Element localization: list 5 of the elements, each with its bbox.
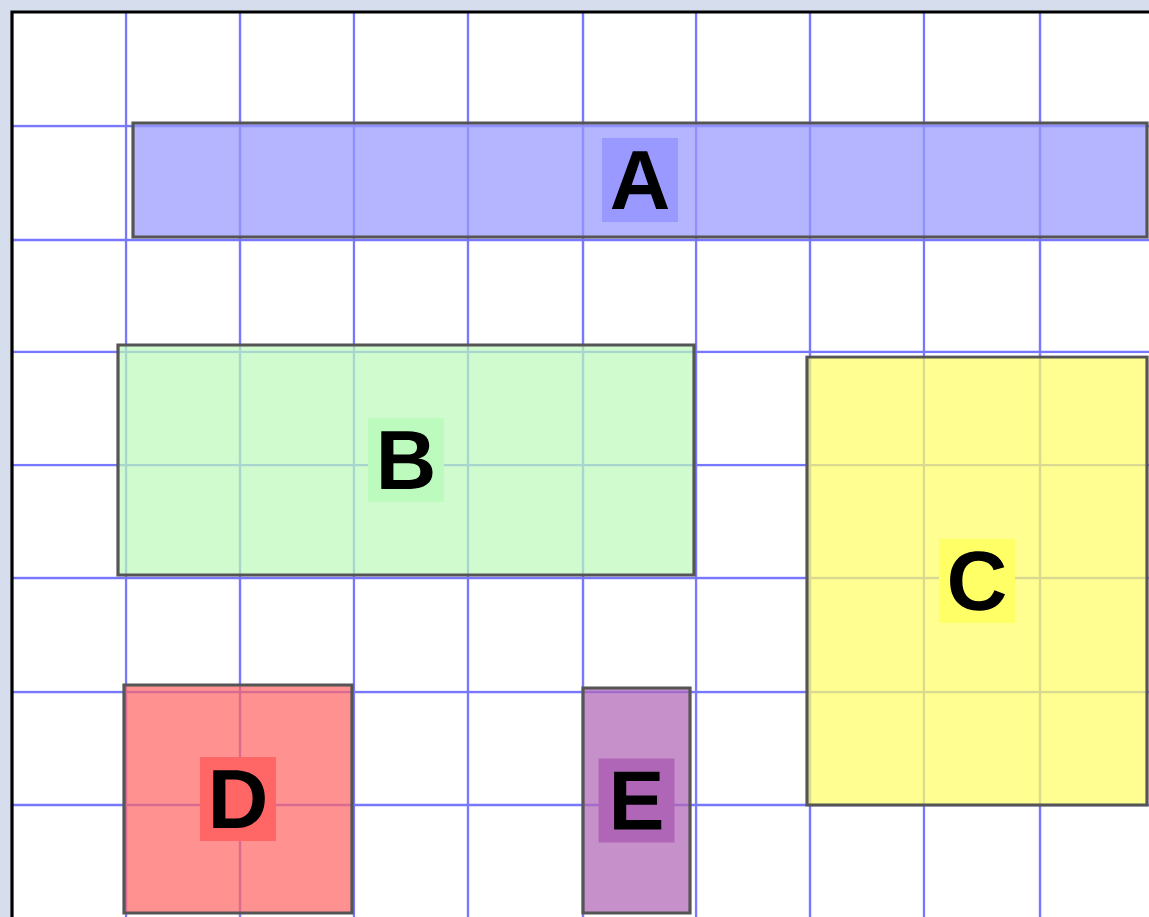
labelled-rectangle: E	[581, 686, 692, 915]
labelled-rectangle: D	[122, 683, 354, 915]
labelled-rectangle: A	[131, 121, 1149, 239]
labelled-rectangle: B	[116, 343, 696, 577]
labelled-rectangle: C	[805, 355, 1149, 807]
